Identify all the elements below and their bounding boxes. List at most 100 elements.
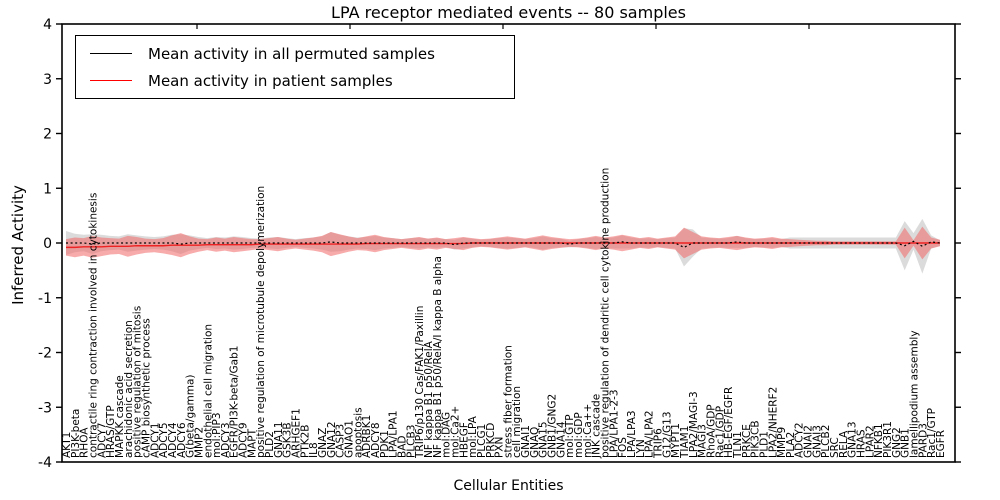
x-tick-label: ADCY5: [158, 422, 170, 458]
x-tick-label: LYN: [635, 439, 647, 458]
x-tick-label: LPA/LPA1-2-3: [608, 389, 620, 458]
y-tick-label: 1: [43, 181, 52, 197]
x-tick-label: ARHGEF1: [291, 408, 303, 458]
x-tick-label: Rac1/GTP: [926, 408, 938, 458]
x-tick-label: PLD2: [264, 431, 276, 458]
x-tick-label: HBEGF: [458, 422, 470, 458]
x-tick-label: arachidonic acid secretion: [123, 320, 135, 458]
y-tick-label: 3: [43, 72, 52, 88]
x-tick-label: PLCB3: [405, 425, 417, 458]
x-tick-label: HRAS: [856, 429, 868, 458]
x-tick-label: GNAQ: [529, 427, 541, 458]
x-axis-label: Cellular Entities: [453, 478, 564, 494]
legend-line-sample-black: [90, 53, 132, 54]
legend: Mean activity in all permuted samples Me…: [75, 35, 515, 99]
x-tick-label: FOS: [617, 437, 629, 458]
x-tick-label: PIK3R1: [882, 421, 894, 458]
x-tick-label: contractile ring contraction involved in…: [87, 193, 99, 458]
y-tick-label: 4: [43, 17, 52, 33]
x-tick-label: LPA/LPA3: [626, 410, 638, 458]
x-tick-label: MMP2: [193, 427, 205, 458]
x-tick-label: GNG2: [891, 427, 903, 458]
x-tick-label: endothelial cell migration: [202, 324, 214, 458]
x-tick-label: stress fiber formation: [502, 345, 514, 458]
x-tick-label: cAMP biosynthetic process: [140, 318, 152, 458]
x-tick-label: ADRBK1: [361, 415, 373, 458]
x-tick-label: PIK3CB: [750, 420, 762, 458]
x-tick-label: MAPKK cascade: [114, 375, 126, 458]
permuted-mean-line: [66, 240, 941, 249]
x-tick-label: mol:LPA: [467, 415, 479, 458]
x-tick-label: PARD3: [917, 423, 929, 458]
x-tick-label: ADCY7: [96, 422, 108, 458]
x-tick-label: NFKB1: [873, 423, 885, 458]
x-tick-label: JNK cascade: [591, 394, 603, 459]
x-tick-label: ADCY4: [167, 422, 179, 458]
legend-line-sample-red: [90, 80, 132, 81]
x-tick-label: G(beta/gamma): [185, 374, 197, 458]
x-tick-label: positive regulation of microtubule depol…: [255, 186, 267, 458]
x-tick-label: GNA13: [847, 421, 859, 458]
x-tick-label: lamellipodium assembly: [909, 330, 921, 458]
x-tick-label: G12/G13: [661, 411, 673, 458]
y-tick-label: 0: [43, 236, 52, 252]
x-tick-label: PLA2: [785, 432, 797, 458]
y-tick-label: 2: [43, 127, 52, 143]
x-tick-label: PI3K-beta: [70, 409, 82, 458]
x-tick-label: PLCB2: [820, 425, 832, 458]
x-tick-label: RHOA: [79, 427, 91, 458]
x-tick-label: NF kappa B1 p50/RelA/I kappa B alpha: [432, 256, 444, 458]
x-tick-label: IL8: [308, 442, 320, 458]
x-tick-label: NF kappa B1 p50/RelA: [423, 340, 435, 458]
x-tick-label: MAPT: [246, 428, 258, 458]
x-tick-label: TRIP6/p130 Cas/FAK1/Paxillin: [414, 306, 426, 459]
chart-title: LPA receptor mediated events -- 80 sampl…: [331, 3, 686, 22]
x-tick-label: GNAI3: [811, 425, 823, 458]
x-tick-label: AKT1: [61, 432, 73, 458]
legend-label: Mean activity in all permuted samples: [148, 44, 435, 63]
x-tick-label: GNA15: [538, 421, 550, 458]
x-tick-label: ADCY8: [370, 422, 382, 458]
legend-label: Mean activity in patient samples: [148, 71, 393, 90]
x-tick-label: PDK1: [379, 430, 391, 458]
x-tick-label: EGFR: [935, 430, 947, 458]
x-tick-label: ADCY6: [176, 422, 188, 458]
x-tick-label: BAD: [396, 436, 408, 458]
x-tick-label: GNB1: [900, 428, 912, 458]
x-tick-label: ADCY1: [149, 422, 161, 458]
x-tick-label: PTK2B: [299, 424, 311, 458]
x-tick-label: PRKCE: [741, 424, 753, 458]
x-tick-label: mol:PIP3: [211, 412, 223, 458]
x-tick-label: positive regulation of mitosis: [132, 306, 144, 458]
x-tick-label: PXN: [494, 437, 506, 458]
x-tick-label: EGFR/PI3K-beta/Gab1: [229, 346, 241, 458]
x-tick-label: ADCY3: [220, 422, 232, 458]
y-tick-label: -1: [38, 291, 52, 307]
x-tick-label: ADCY9: [238, 422, 250, 458]
x-tick-label: mol:Ca2+: [449, 406, 461, 458]
x-tick-label: TLN1: [732, 431, 744, 459]
x-tick-label: PLD1: [758, 431, 770, 458]
x-tick-label: mol:DAG: [441, 412, 453, 458]
x-tick-label: Rac1/GDP: [714, 406, 726, 458]
y-tick-label: -4: [38, 455, 52, 471]
x-tick-label: GSK3B: [282, 422, 294, 458]
x-tick-label: HB-EGF/EGFR: [723, 387, 735, 458]
x-tick-label: LPA2/MAGI-3: [688, 391, 700, 458]
x-tick-label: GNA11: [273, 421, 285, 458]
x-tick-label: TRIP6: [652, 428, 664, 459]
x-tick-label: PLCG1: [476, 424, 488, 458]
x-tick-label: GNB1/GNG2: [547, 394, 559, 458]
x-tick-label: positive regulation of dendritic cell cy…: [600, 168, 612, 458]
x-tick-label: CASP3: [335, 424, 347, 458]
x-tick-label: ADCY2: [794, 422, 806, 458]
y-tick-label: -3: [38, 400, 52, 416]
x-tick-label: mol:GDP: [573, 412, 585, 458]
legend-item-permuted: Mean activity in all permuted samples: [76, 41, 514, 67]
x-tick-label: LPA2/NHERF2: [767, 387, 779, 458]
x-tick-label: mol:Ca++: [582, 404, 594, 458]
x-tick-label: GNAZ: [317, 428, 329, 458]
x-tick-label: GNAI1: [520, 425, 532, 458]
